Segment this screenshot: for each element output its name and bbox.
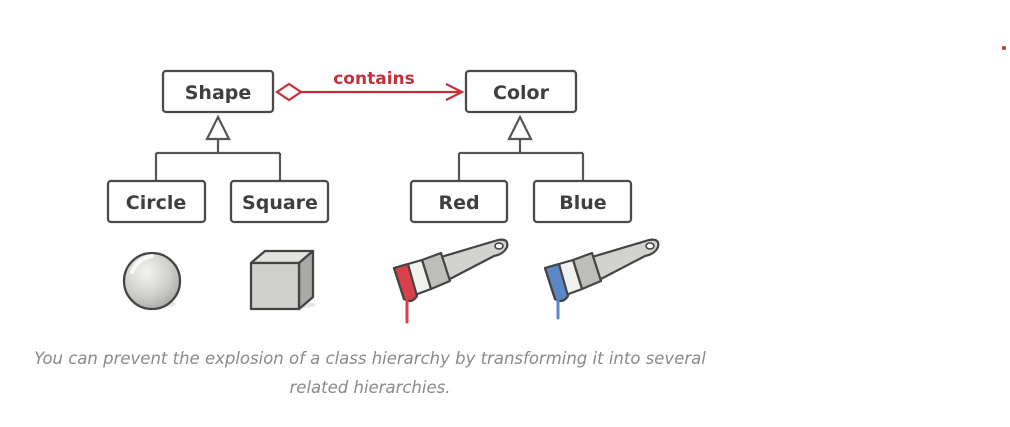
sphere-icon xyxy=(122,251,182,311)
class-box-red: Red xyxy=(409,179,509,224)
inheritance-arrow-icon xyxy=(205,114,231,141)
color-hierarchy: Color Red Blue xyxy=(409,69,633,224)
inheritance-arrow-icon xyxy=(507,114,533,141)
shape-hierarchy: Shape Circle Square xyxy=(106,69,330,224)
relation-label-contains: contains xyxy=(333,69,415,89)
caption-line-1: You can prevent the explosion of a class… xyxy=(34,349,706,368)
class-box-shape: Shape xyxy=(161,69,275,114)
class-box-blue: Blue xyxy=(532,179,633,224)
contains-relation: contains xyxy=(275,69,465,102)
color-inheritance-lines xyxy=(457,139,585,181)
class-label-square: Square xyxy=(242,192,318,214)
cube-icon xyxy=(249,249,316,311)
class-label-shape: Shape xyxy=(185,82,252,104)
class-label-circle: Circle xyxy=(126,192,187,214)
class-box-square: Square xyxy=(229,179,330,224)
decorative-dot xyxy=(1002,46,1006,50)
red-paint-brush-icon xyxy=(392,238,509,324)
figure-caption: You can prevent the explosion of a class… xyxy=(20,344,720,402)
open-arrowhead-icon xyxy=(445,83,465,101)
class-label-blue: Blue xyxy=(559,192,606,214)
class-box-color: Color xyxy=(464,69,578,114)
caption-line-2: related hierarchies. xyxy=(289,378,451,397)
aggregation-diamond-icon xyxy=(275,82,303,102)
blue-paint-brush-icon xyxy=(543,238,660,320)
class-label-color: Color xyxy=(493,82,550,104)
shape-inheritance-lines xyxy=(154,139,282,181)
class-hierarchy-diagram: Shape Circle Square contains Color xyxy=(106,69,660,324)
class-label-red: Red xyxy=(438,192,479,214)
class-box-circle: Circle xyxy=(106,179,207,224)
